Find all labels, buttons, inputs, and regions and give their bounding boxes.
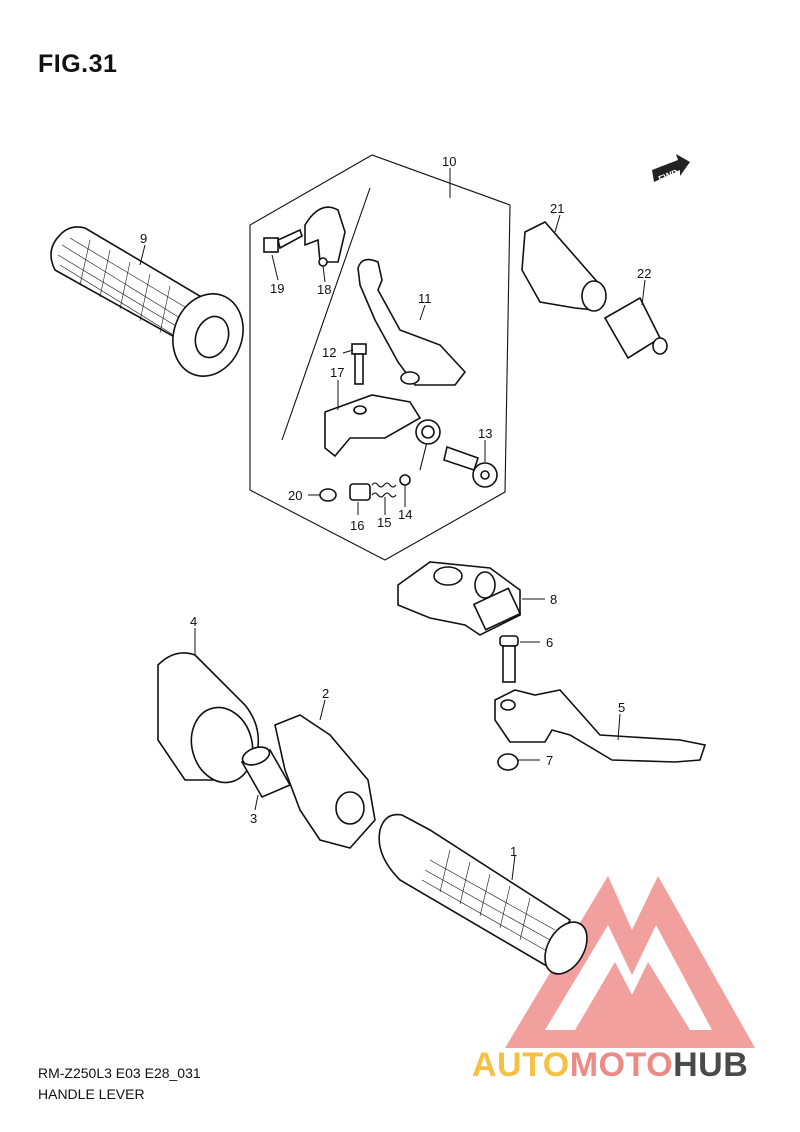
bolt-12 [351,343,367,385]
spring-16 [349,483,371,501]
callout-14: 14 [398,507,412,522]
callout-17: 17 [330,365,344,380]
watermark-logo-icon [505,876,755,1048]
model-code: RM-Z250L3 E03 E28_031 [38,1065,201,1081]
callout-13: 13 [478,426,492,441]
spring-15 [371,482,397,498]
callout-numbers: 1 2 3 4 5 6 7 8 9 10 11 12 13 14 15 16 1… [140,154,680,859]
throttle-housing-2 [274,714,376,849]
nut-20 [319,488,337,502]
right-grip [378,813,588,975]
nut-7 [497,753,519,771]
callout-15: 15 [377,515,391,530]
assembly-inner-line [281,187,371,441]
housing-8 [397,561,522,636]
callout-9: 9 [140,231,147,246]
callout-1: 1 [510,844,517,859]
fwd-arrow-icon [652,154,690,182]
callout-3: 3 [250,811,257,826]
callout-12: 12 [322,345,336,360]
assembly-outline-10 [249,154,511,561]
callout-5: 5 [618,700,625,715]
callout-7: 7 [546,753,553,768]
callout-4: 4 [190,614,197,629]
cover-21 [521,221,607,312]
throttle-cover-4 [157,652,260,784]
figure-caption: HANDLE LEVER [38,1086,145,1102]
watermark-text: AUTOMOTOHUB [472,1046,748,1085]
lever-11 [357,258,467,386]
watermark-part-hub: HUB [673,1046,749,1084]
callout-6: 6 [546,635,553,650]
leader-lines [139,168,646,881]
callout-21: 21 [550,201,564,216]
callout-18: 18 [317,282,331,297]
adjuster-13 [443,445,498,488]
callout-2: 2 [322,686,329,701]
ball-14 [399,474,411,486]
callout-10: 10 [442,154,456,169]
adjuster-22 [603,296,668,360]
callout-11: 11 [418,291,432,306]
callout-8: 8 [550,592,557,607]
lever-perch [324,394,441,458]
bolt-19 [263,228,303,253]
callout-20: 20 [288,488,302,503]
lever-5 [494,689,707,763]
bolt-6 [499,635,519,683]
left-grip [50,226,244,377]
callout-19: 19 [270,281,284,296]
callout-16: 16 [350,518,364,533]
watermark-part-moto: MOTO [569,1046,674,1084]
figure-title: FIG.31 [38,50,118,78]
watermark-part-auto: AUTO [472,1046,570,1084]
clamp-18 [304,206,346,267]
callout-22: 22 [637,266,651,281]
